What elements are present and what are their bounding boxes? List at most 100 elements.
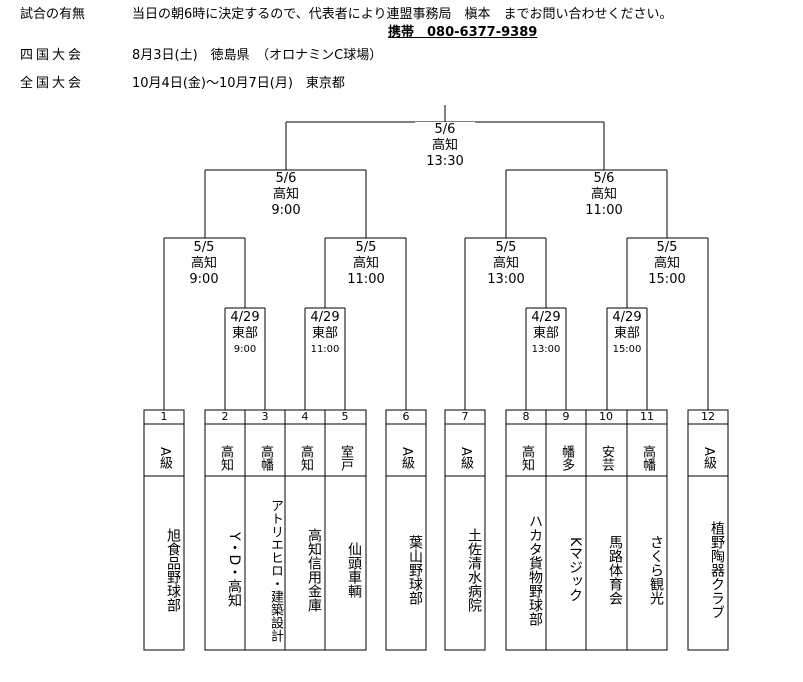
zenkoku-text: 10月4日(金)～10月7日(月) 東京都 xyxy=(132,76,345,91)
team-region: 安芸 xyxy=(599,445,614,471)
match-time: 9:00 xyxy=(189,272,219,287)
match-r1d: 4/29 東部 15:00 xyxy=(608,310,646,358)
match-qf3: 5/5 高知 13:00 xyxy=(476,240,536,288)
match-date: 5/6 xyxy=(275,171,297,186)
team-number: 1 xyxy=(160,410,168,423)
team-region: 高知 xyxy=(298,445,313,471)
team-name: Y・D・高知 xyxy=(226,532,242,608)
team-8: 8 高知 ハカタ貨物野球部 xyxy=(506,410,546,650)
match-place: 東部 xyxy=(231,326,258,341)
match-date: 4/29 xyxy=(310,310,340,325)
match-time: 11:00 xyxy=(347,272,385,287)
match-place: 高知 xyxy=(590,187,617,202)
team-region: 高幡 xyxy=(640,445,655,471)
match-qf4: 5/5 高知 15:00 xyxy=(637,240,697,288)
team-region: 高幡 xyxy=(258,445,273,471)
team-number: 11 xyxy=(640,410,654,423)
match-place: 高知 xyxy=(272,187,299,202)
match-time: 13:00 xyxy=(487,272,525,287)
team-name: 馬路体育会 xyxy=(607,535,623,605)
game-status-text: 当日の朝6時に決定するので、代表者により連盟事務局 槇本 までお問い合わせくださ… xyxy=(132,7,673,22)
team-name: 土佐清水病院 xyxy=(466,528,482,612)
team-name: 高知信用金庫 xyxy=(306,528,322,612)
team-name: 植野陶器クラブ xyxy=(709,521,725,619)
team-name: 仙頭車輌 xyxy=(346,542,362,598)
match-time: 13:30 xyxy=(426,154,464,169)
match-time: 13:00 xyxy=(531,344,561,355)
team-number: 5 xyxy=(341,410,349,423)
team-number: 7 xyxy=(461,410,469,423)
match-place: 東部 xyxy=(532,326,559,341)
team-region: A級 xyxy=(701,447,716,469)
team-number: 12 xyxy=(701,410,715,423)
team-number: 6 xyxy=(402,410,410,423)
team-name: 葉山野球部 xyxy=(407,535,423,605)
team-name: Kマジック xyxy=(567,537,583,603)
team-name: さくら観光 xyxy=(648,535,664,605)
team-name: 旭食品野球部 xyxy=(165,528,181,612)
match-place: 東部 xyxy=(613,326,640,341)
team-7: 7 A級 土佐清水病院 xyxy=(445,410,485,650)
team-12: 12 A級 植野陶器クラブ xyxy=(688,410,728,650)
game-status-label: 試合の有無 xyxy=(20,7,86,22)
team-9: 9 幡多 Kマジック xyxy=(546,410,586,650)
match-date: 5/5 xyxy=(355,240,377,255)
match-r1b: 4/29 東部 11:00 xyxy=(306,310,344,358)
team-region: A級 xyxy=(458,447,473,469)
team-4: 4 高知 高知信用金庫 xyxy=(285,410,325,650)
team-number: 9 xyxy=(562,410,570,423)
team-6: 6 A級 葉山野球部 xyxy=(386,410,426,650)
match-time: 9:00 xyxy=(271,203,301,218)
match-date: 4/29 xyxy=(531,310,561,325)
team-region: 室戸 xyxy=(338,445,353,471)
team-5: 5 室戸 仙頭車輌 xyxy=(325,410,365,650)
match-time: 11:00 xyxy=(310,344,340,355)
match-place: 高知 xyxy=(431,138,458,153)
team-region: A級 xyxy=(399,447,414,469)
team-name: アトリエヒロ・建築設計 xyxy=(268,498,283,642)
team-number: 3 xyxy=(261,410,269,423)
match-date: 4/29 xyxy=(612,310,642,325)
match-place: 高知 xyxy=(653,256,680,271)
match-time: 9:00 xyxy=(233,344,257,355)
team-3: 3 高幡 アトリエヒロ・建築設計 xyxy=(245,410,285,650)
team-number: 2 xyxy=(221,410,229,423)
match-qf1: 5/5 高知 9:00 xyxy=(174,240,234,288)
team-region: 幡多 xyxy=(559,445,574,471)
match-r1c: 4/29 東部 13:00 xyxy=(527,310,565,358)
team-2: 2 高知 Y・D・高知 xyxy=(205,410,245,650)
match-date: 5/6 xyxy=(593,171,615,186)
match-final: 5/6 高知 13:30 xyxy=(415,122,475,170)
match-place: 高知 xyxy=(190,256,217,271)
team-region: 高知 xyxy=(218,445,233,471)
team-11: 11 高幡 さくら観光 xyxy=(627,410,667,650)
match-date: 5/5 xyxy=(495,240,517,255)
bracket-lines xyxy=(143,105,729,651)
team-region: A級 xyxy=(157,447,172,469)
team-name: ハカタ貨物野球部 xyxy=(527,514,543,626)
match-place: 高知 xyxy=(492,256,519,271)
team-number: 4 xyxy=(301,410,309,423)
match-time: 11:00 xyxy=(585,203,623,218)
match-date: 4/29 xyxy=(230,310,260,325)
team-10: 10 安芸 馬路体育会 xyxy=(586,410,626,650)
match-date: 5/5 xyxy=(656,240,678,255)
match-time: 15:00 xyxy=(612,344,642,355)
shikoku-text: 8月3日(土) 徳島県 （オロナミンC球場） xyxy=(132,48,383,63)
match-qf2: 5/5 高知 11:00 xyxy=(336,240,396,288)
match-r1a: 4/29 東部 9:00 xyxy=(226,310,264,358)
team-number: 10 xyxy=(599,410,613,423)
match-place: 東部 xyxy=(311,326,338,341)
match-place: 高知 xyxy=(352,256,379,271)
team-number: 8 xyxy=(522,410,530,423)
contact-phone[interactable]: 携帯 080-6377-9389 xyxy=(388,25,538,40)
match-semi-left: 5/6 高知 9:00 xyxy=(256,171,316,219)
match-date: 5/5 xyxy=(193,240,215,255)
team-1: 1 A級 旭食品野球部 xyxy=(144,410,184,650)
match-date: 5/6 xyxy=(434,122,456,137)
zenkoku-label: 全国大会 xyxy=(20,76,85,91)
match-time: 15:00 xyxy=(648,272,686,287)
match-semi-right: 5/6 高知 11:00 xyxy=(574,171,634,219)
shikoku-label: 四国大会 xyxy=(20,48,85,63)
